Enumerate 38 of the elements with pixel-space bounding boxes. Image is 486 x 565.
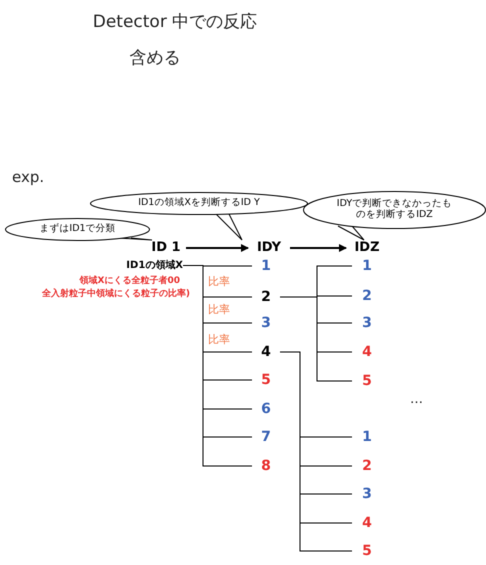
branch-number: 2 (352, 457, 382, 475)
branch-number: 1 (352, 428, 382, 446)
branch-number: 3 (352, 485, 382, 503)
branch-number: 4 (252, 343, 280, 361)
branch-number: 8 (252, 457, 280, 475)
branch-number: 4 (352, 343, 382, 361)
branch-number: 3 (252, 314, 280, 332)
arrow (290, 244, 347, 252)
bubble-text: ID1の領域Xを判断するID Y (138, 198, 260, 209)
ratio-label: 比率 (208, 332, 230, 347)
note-text: 領域Xにくる全粒子者00 (80, 274, 180, 287)
arrow (186, 244, 249, 252)
tree-branch (280, 296, 352, 382)
bubble-tail (338, 226, 364, 240)
example-label: exp. (12, 168, 44, 186)
ellipsis: … (410, 392, 423, 407)
id-label: IDY (252, 240, 286, 256)
branch-number: 3 (352, 314, 382, 332)
ratio-label: 比率 (208, 274, 230, 289)
heading: 含める (128, 47, 182, 69)
branch-number: 7 (252, 428, 280, 446)
branch-number: 5 (352, 542, 382, 560)
id-label: IDZ (350, 240, 384, 256)
title: Detector 中での反応 (92, 11, 258, 33)
branch-number: 4 (352, 514, 382, 532)
region-label: ID1の領域X (113, 258, 183, 273)
bubble-text: まずはID1で分類 (39, 224, 116, 235)
note-text: 全入射粒子中領域にくる粒子の比率) (42, 287, 190, 300)
branch-number: 1 (352, 257, 382, 275)
branch-number: 5 (252, 371, 280, 389)
branch-number: 2 (252, 288, 280, 306)
branch-number: 6 (252, 400, 280, 418)
bubble-text: IDYで判断できなかったものを判断するIDZ (336, 199, 454, 221)
ratio-label: 比率 (208, 302, 230, 317)
branch-number: 5 (352, 372, 382, 390)
branch-number: 2 (352, 287, 382, 305)
id-label: ID 1 (150, 240, 182, 256)
branch-number: 1 (252, 257, 280, 275)
